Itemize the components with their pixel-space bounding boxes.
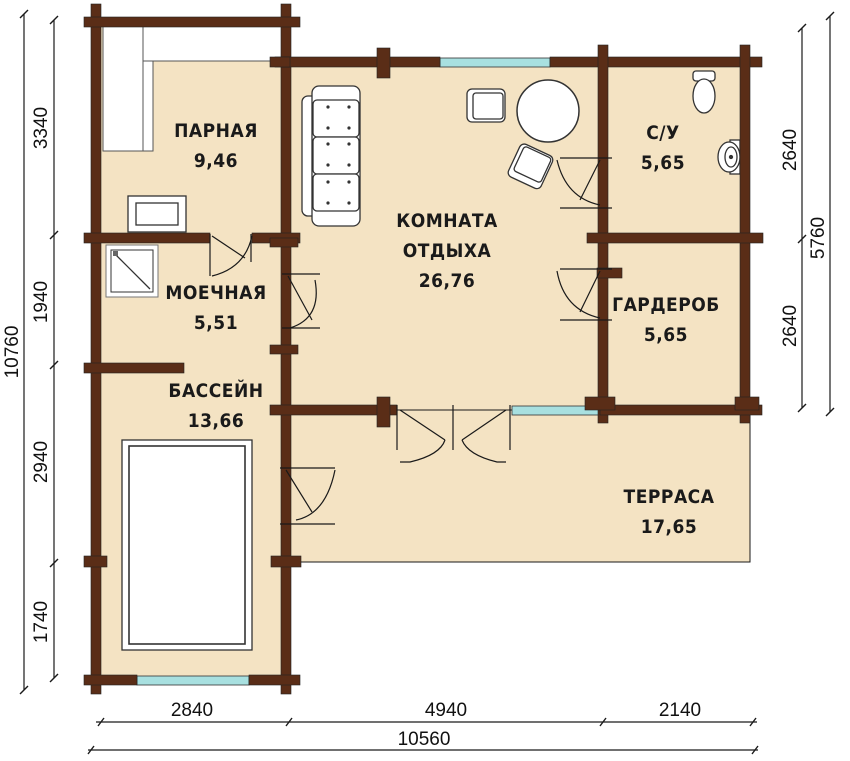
dim-bottom-seg-1: 2840 <box>170 700 214 721</box>
doors <box>209 157 612 525</box>
dim-left-seg-1: 3340 <box>31 106 52 150</box>
walls <box>83 3 764 695</box>
round-table-icon <box>516 79 580 143</box>
dim-left-seg-3: 2940 <box>31 440 52 484</box>
room-label-su: С/У 5,65 <box>641 118 685 178</box>
door-moechnaya-rest <box>282 273 320 329</box>
armchair-icon <box>507 143 554 190</box>
room-name-line2: ОТДЫХА <box>402 240 492 262</box>
dim-left-total: 10760 <box>2 325 23 379</box>
door-bassein-terrace <box>280 467 336 525</box>
armchair-icon <box>466 88 506 123</box>
door-rest-su <box>556 157 612 209</box>
room-label-garderob: ГАРДЕРОБ 5,65 <box>612 290 720 350</box>
dim-right-total: 5760 <box>808 216 829 260</box>
dim-left-seg-2: 1940 <box>31 280 52 324</box>
room-label-bassein: БАССЕЙН 13,66 <box>168 376 263 436</box>
room-label-moechnaya: МОЕЧНАЯ 5,51 <box>165 278 266 338</box>
room-area: 5,51 <box>193 312 239 334</box>
room-name: ТЕРРАСА <box>623 486 715 508</box>
room-area: 26,76 <box>418 270 476 292</box>
sauna-stove-icon <box>127 195 187 233</box>
room-name: БАССЕЙН <box>168 380 264 402</box>
room-name: ГАРДЕРОБ <box>612 294 720 316</box>
room-area: 5,65 <box>643 324 689 346</box>
room-name: КОМНАТА <box>396 210 498 232</box>
sink-icon <box>717 139 741 175</box>
room-name: ПАРНАЯ <box>174 120 258 142</box>
room-label-parnaya: ПАРНАЯ 9,46 <box>174 116 258 176</box>
dim-right-seg-2: 2640 <box>780 304 801 348</box>
room-label-terrasa: ТЕРРАСА 17,65 <box>624 482 715 542</box>
dim-right-seg-1: 2640 <box>780 128 801 172</box>
dim-bottom-total: 10560 <box>397 729 451 750</box>
door-moechnaya-parnaya <box>209 234 253 277</box>
room-area: 5,65 <box>640 152 686 174</box>
room-name: С/У <box>646 122 680 144</box>
room-name: МОЕЧНАЯ <box>165 282 267 304</box>
dim-bottom-seg-2: 4940 <box>424 700 468 721</box>
dim-left-seg-4: 1740 <box>31 600 52 644</box>
window-pool <box>136 675 250 686</box>
room-area: 13,66 <box>187 410 245 432</box>
pool-icon <box>121 439 253 651</box>
room-label-komnata-otdykha: КОМНАТА ОТДЫХА 26,76 <box>396 206 497 296</box>
floor-terrace <box>284 409 751 563</box>
sofa-icon <box>301 85 361 227</box>
room-area: 9,46 <box>193 150 239 172</box>
double-door-terrace <box>396 405 511 463</box>
dim-bottom-seg-3: 2140 <box>658 700 702 721</box>
dimension-lines <box>19 9 835 755</box>
room-area: 17,65 <box>640 516 698 538</box>
toilet-icon <box>692 70 716 114</box>
shower-tray-icon <box>105 244 159 298</box>
window-rest-room <box>439 57 551 68</box>
door-rest-garderob <box>556 268 612 321</box>
